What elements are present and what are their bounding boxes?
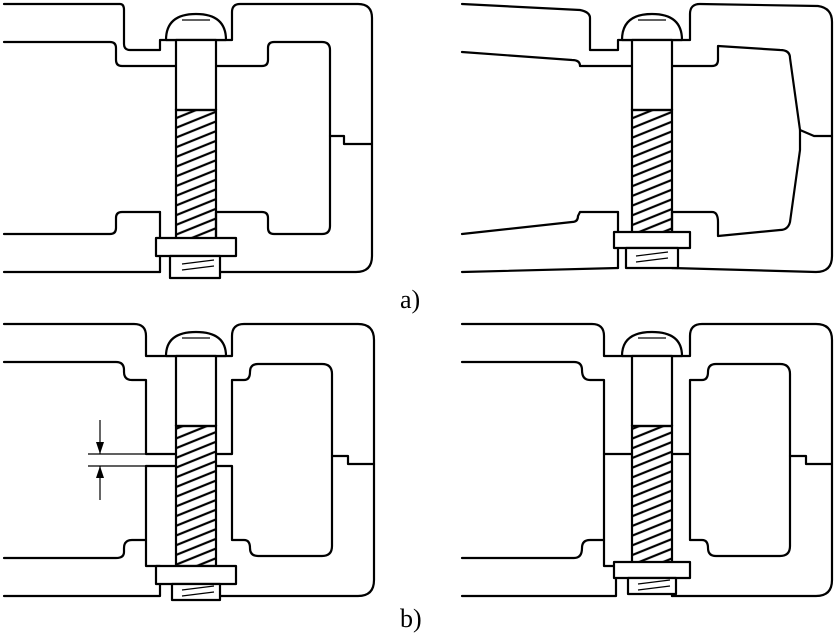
panel-b-left [2, 322, 376, 602]
gap-dimension [88, 420, 146, 500]
panel-a-left [2, 2, 374, 280]
profile-right [214, 2, 374, 274]
panel-b-right [460, 322, 834, 598]
washer [154, 236, 238, 258]
caption-a: a) [400, 285, 421, 314]
nut [168, 254, 222, 280]
caption-b: b) [400, 604, 422, 633]
panel-a-right [460, 2, 834, 274]
profile-left [2, 2, 178, 52]
screw-head [164, 12, 228, 42]
